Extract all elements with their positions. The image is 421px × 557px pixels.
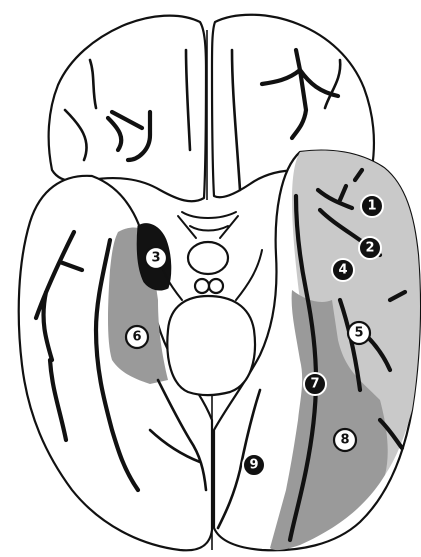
marker-1: 1: [361, 195, 383, 217]
cerebral-peduncle-right: [236, 250, 262, 300]
pituitary-outline: [188, 242, 228, 274]
marker-7-label: 7: [310, 377, 319, 392]
brainstem: [167, 296, 255, 395]
marker-5: 5: [348, 322, 370, 344]
mammillary-body-left: [195, 279, 209, 293]
marker-6-label: 6: [132, 330, 141, 345]
marker-6: 6: [126, 326, 148, 348]
optic-chiasm: [178, 212, 238, 238]
marker-2: 2: [359, 237, 381, 259]
marker-8-label: 8: [340, 433, 349, 448]
mammillary-body-right: [209, 279, 223, 293]
marker-4-label: 4: [338, 263, 347, 278]
marker-9-label: 9: [249, 458, 258, 473]
marker-3-label: 3: [151, 251, 160, 266]
marker-2-label: 2: [365, 241, 374, 256]
marker-8: 8: [334, 429, 356, 451]
left-frontal-lobe: [49, 16, 206, 202]
marker-4: 4: [332, 259, 354, 281]
marker-5-label: 5: [354, 326, 363, 341]
marker-9: 9: [243, 454, 265, 476]
marker-3: 3: [145, 247, 167, 269]
marker-1-label: 1: [367, 199, 376, 214]
marker-7: 7: [304, 373, 326, 395]
